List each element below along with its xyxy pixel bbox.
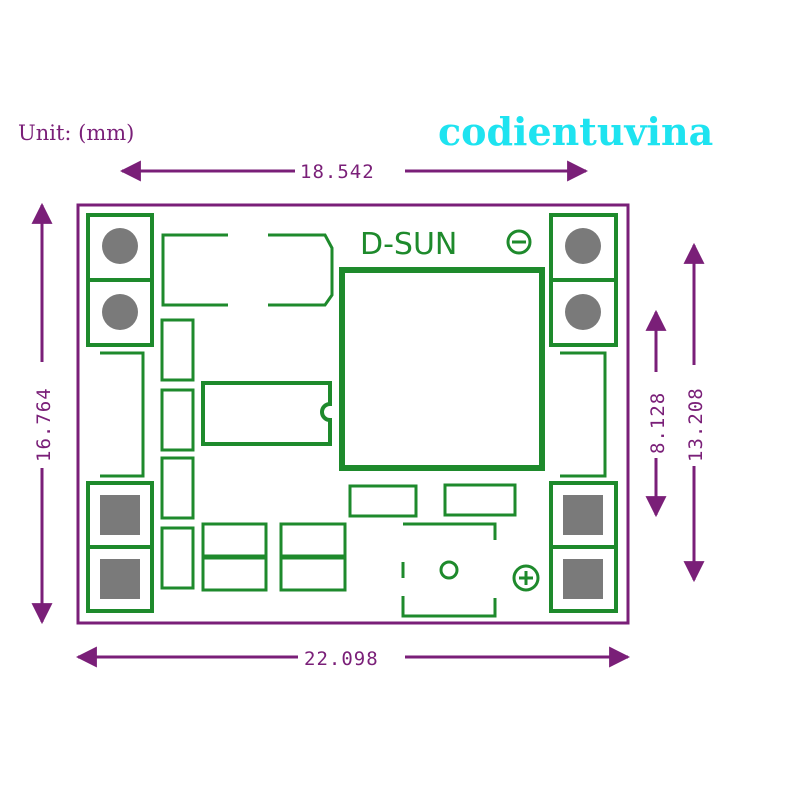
unit-label: Unit: (mm)	[18, 121, 134, 145]
resistor-mid-right	[443, 483, 517, 517]
dimension-right-outer-height-label: 13.208	[685, 387, 707, 462]
positive-polarity-icon	[512, 564, 540, 592]
dimension-right-inner-height-label: 8.128	[647, 392, 669, 454]
dimension-top-width-label: 18.542	[300, 161, 375, 183]
watermark-text: codientuvina	[438, 109, 713, 154]
board-outline	[76, 203, 630, 625]
right-top-pads	[549, 213, 618, 347]
ic-outline	[201, 381, 332, 446]
dimension-bottom-width-label: 22.098	[304, 648, 379, 670]
potentiometer-outline	[401, 522, 497, 618]
dimension-left-height-label: 16.764	[33, 387, 55, 462]
bottom-resistor-pairs	[201, 522, 347, 592]
left-top-pads	[86, 213, 154, 347]
left-capacitor-outline	[100, 351, 145, 478]
negative-polarity-icon	[506, 229, 532, 255]
right-bottom-pads	[549, 481, 618, 613]
right-capacitor-outline	[560, 351, 607, 478]
left-bottom-pads	[86, 481, 154, 613]
top-component-outline	[161, 233, 334, 307]
small-resistor-column	[160, 318, 195, 590]
resistor-mid-left	[348, 484, 418, 518]
inductor-square	[339, 267, 545, 471]
brand-label: D-SUN	[360, 227, 457, 262]
